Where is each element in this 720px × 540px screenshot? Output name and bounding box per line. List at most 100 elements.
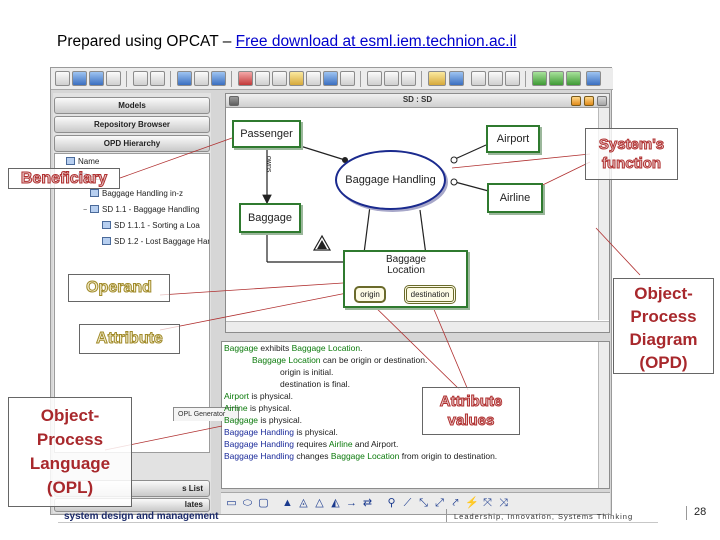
tree-item[interactable]: SD 1.1.1 - Sorting a Loa <box>95 221 200 230</box>
aggregation-icon[interactable]: ▲ <box>282 497 293 509</box>
state-tool-icon[interactable]: ▢ <box>258 497 269 509</box>
generalization-icon[interactable]: △ <box>315 497 324 509</box>
unidirectional-link-icon[interactable]: → <box>346 497 357 509</box>
models-button[interactable]: Models <box>54 97 210 114</box>
pointer-icon[interactable] <box>471 71 486 86</box>
callout-beneficiary: Beneficiary <box>8 168 120 189</box>
clipboard-icon[interactable] <box>289 71 304 86</box>
opl-sentence: Baggage exhibits Baggage Location. <box>224 343 363 353</box>
callout-attribute-values: Attribute values <box>422 387 520 435</box>
zoom-out-icon[interactable] <box>401 71 416 86</box>
state-origin[interactable]: origin <box>354 286 386 303</box>
forward-arrow-icon[interactable] <box>566 71 581 86</box>
bidirectional-link-icon[interactable]: ⇄ <box>362 497 373 509</box>
download-link[interactable]: Free download at esml.iem.technion.ac.il <box>235 33 517 50</box>
maximize-icon[interactable] <box>584 96 594 106</box>
opd-icon <box>90 189 99 197</box>
delete-icon[interactable] <box>306 71 321 86</box>
undo-icon[interactable] <box>194 71 209 86</box>
redo-icon[interactable] <box>211 71 226 86</box>
opl-sentence: destination is final. <box>280 379 350 389</box>
window-icon[interactable] <box>177 71 192 86</box>
footer-tagline: Leadership, Innovation, Systems Thinking <box>454 512 634 521</box>
tree-item[interactable]: Name <box>59 157 99 166</box>
cut-icon[interactable] <box>238 71 253 86</box>
rectangle-tool-icon[interactable]: ▭ <box>226 497 237 509</box>
close-icon[interactable] <box>597 96 607 106</box>
opl-sentence: Baggage Location can be origin or destin… <box>252 355 428 365</box>
model-icon <box>66 157 75 165</box>
baggage-location-label: Baggage Location <box>385 254 427 276</box>
consumption-link-icon[interactable]: ⤢ <box>435 497 444 509</box>
minimize-icon[interactable] <box>571 96 581 106</box>
sdm-logo: system design and management <box>64 511 219 522</box>
paste-icon[interactable] <box>272 71 287 86</box>
state-destination[interactable]: destination <box>404 285 456 304</box>
save-icon[interactable] <box>89 71 104 86</box>
ellipse-tool-icon[interactable]: ⬭ <box>242 497 253 509</box>
back-arrow-icon[interactable] <box>532 71 547 86</box>
zoom-in-icon[interactable] <box>384 71 399 86</box>
opl-sentence: Baggage is physical. <box>224 415 302 425</box>
close-icon[interactable] <box>106 71 121 86</box>
callout-object-process-language: Object-Process Language (OPL) <box>8 397 132 507</box>
callout-attribute: Attribute <box>79 324 180 354</box>
toolbar-separator <box>421 71 422 87</box>
exhibition-icon[interactable]: ◬ <box>299 497 308 509</box>
globe-icon[interactable] <box>449 71 464 86</box>
open-icon[interactable] <box>72 71 87 86</box>
opl-sentence: Baggage Handling changes Baggage Locatio… <box>224 451 498 461</box>
footer-separator <box>446 509 447 522</box>
toolbar-separator <box>231 71 232 87</box>
footer-divider <box>58 522 658 523</box>
opd-vertical-scrollbar[interactable] <box>598 108 609 320</box>
result-link-icon[interactable]: ⤤ <box>452 497 459 509</box>
help-icon[interactable] <box>586 71 601 86</box>
edit-icon[interactable] <box>340 71 355 86</box>
callout-systems-function: System's function <box>585 128 678 180</box>
process-baggage-handling[interactable]: Baggage Handling <box>335 150 446 210</box>
instantiation-icon[interactable]: ◭ <box>331 497 340 509</box>
up-arrow-icon[interactable] <box>549 71 564 86</box>
tree-expander[interactable]: − <box>83 207 88 214</box>
object-airport[interactable]: Airport <box>486 125 540 153</box>
opl-vertical-scrollbar[interactable] <box>598 342 609 488</box>
repository-browser-button[interactable]: Repository Browser <box>54 116 210 133</box>
print-icon[interactable] <box>133 71 148 86</box>
tree-item[interactable]: −SD 1.1 - Baggage Handling <box>83 205 199 214</box>
tab-opl-generator[interactable]: OPL Generator <box>173 407 239 421</box>
effect-link-icon[interactable]: ⤡ <box>419 497 428 509</box>
opl-sentence: origin is initial. <box>280 367 334 377</box>
hand-icon[interactable] <box>488 71 503 86</box>
instrument-link-icon[interactable]: ⟋ <box>403 497 412 509</box>
tree-item[interactable]: SD 1.2 - Lost Baggage Han <box>95 237 210 246</box>
object-baggage[interactable]: Baggage <box>239 203 301 233</box>
callout-operand: Operand <box>68 274 170 302</box>
opd-titlebar: SD : SD <box>226 94 609 108</box>
forward-icon[interactable] <box>323 71 338 86</box>
opd-hierarchy-button[interactable]: OPD Hierarchy <box>54 135 210 152</box>
object-passenger[interactable]: Passenger <box>232 120 301 148</box>
invocation-link-icon[interactable]: ⚡ <box>465 497 479 509</box>
tree-item-label: Baggage Handling in-z <box>102 189 183 198</box>
opd-icon <box>102 237 111 245</box>
menu-icon[interactable] <box>229 96 239 106</box>
select-icon[interactable] <box>505 71 520 86</box>
copy-icon[interactable] <box>255 71 270 86</box>
opd-horizontal-scrollbar[interactable] <box>226 321 609 332</box>
condition-link-icon[interactable]: ⤨ <box>499 497 508 509</box>
print-preview-icon[interactable] <box>150 71 165 86</box>
opl-sentence: Baggage Handling is physical. <box>224 427 338 437</box>
agent-link-icon[interactable]: ⚲ <box>387 497 396 509</box>
page-title: Prepared using OPCAT – Free download at … <box>57 33 517 51</box>
grid-icon[interactable] <box>367 71 382 86</box>
tree-item[interactable]: Baggage Handling in-z <box>83 189 183 198</box>
opl-sentence: Baggage Handling requires Airline and Ai… <box>224 439 399 449</box>
exception-link-icon[interactable]: ⤧ <box>483 497 492 509</box>
title-prefix: Prepared using OPCAT – <box>57 33 236 50</box>
object-airline[interactable]: Airline <box>487 183 543 213</box>
tree-item-label: SD 1.2 - Lost Baggage Han <box>114 237 210 246</box>
new-icon[interactable] <box>55 71 70 86</box>
folder-icon[interactable] <box>428 71 446 86</box>
opd-title: SD : SD <box>402 95 433 104</box>
